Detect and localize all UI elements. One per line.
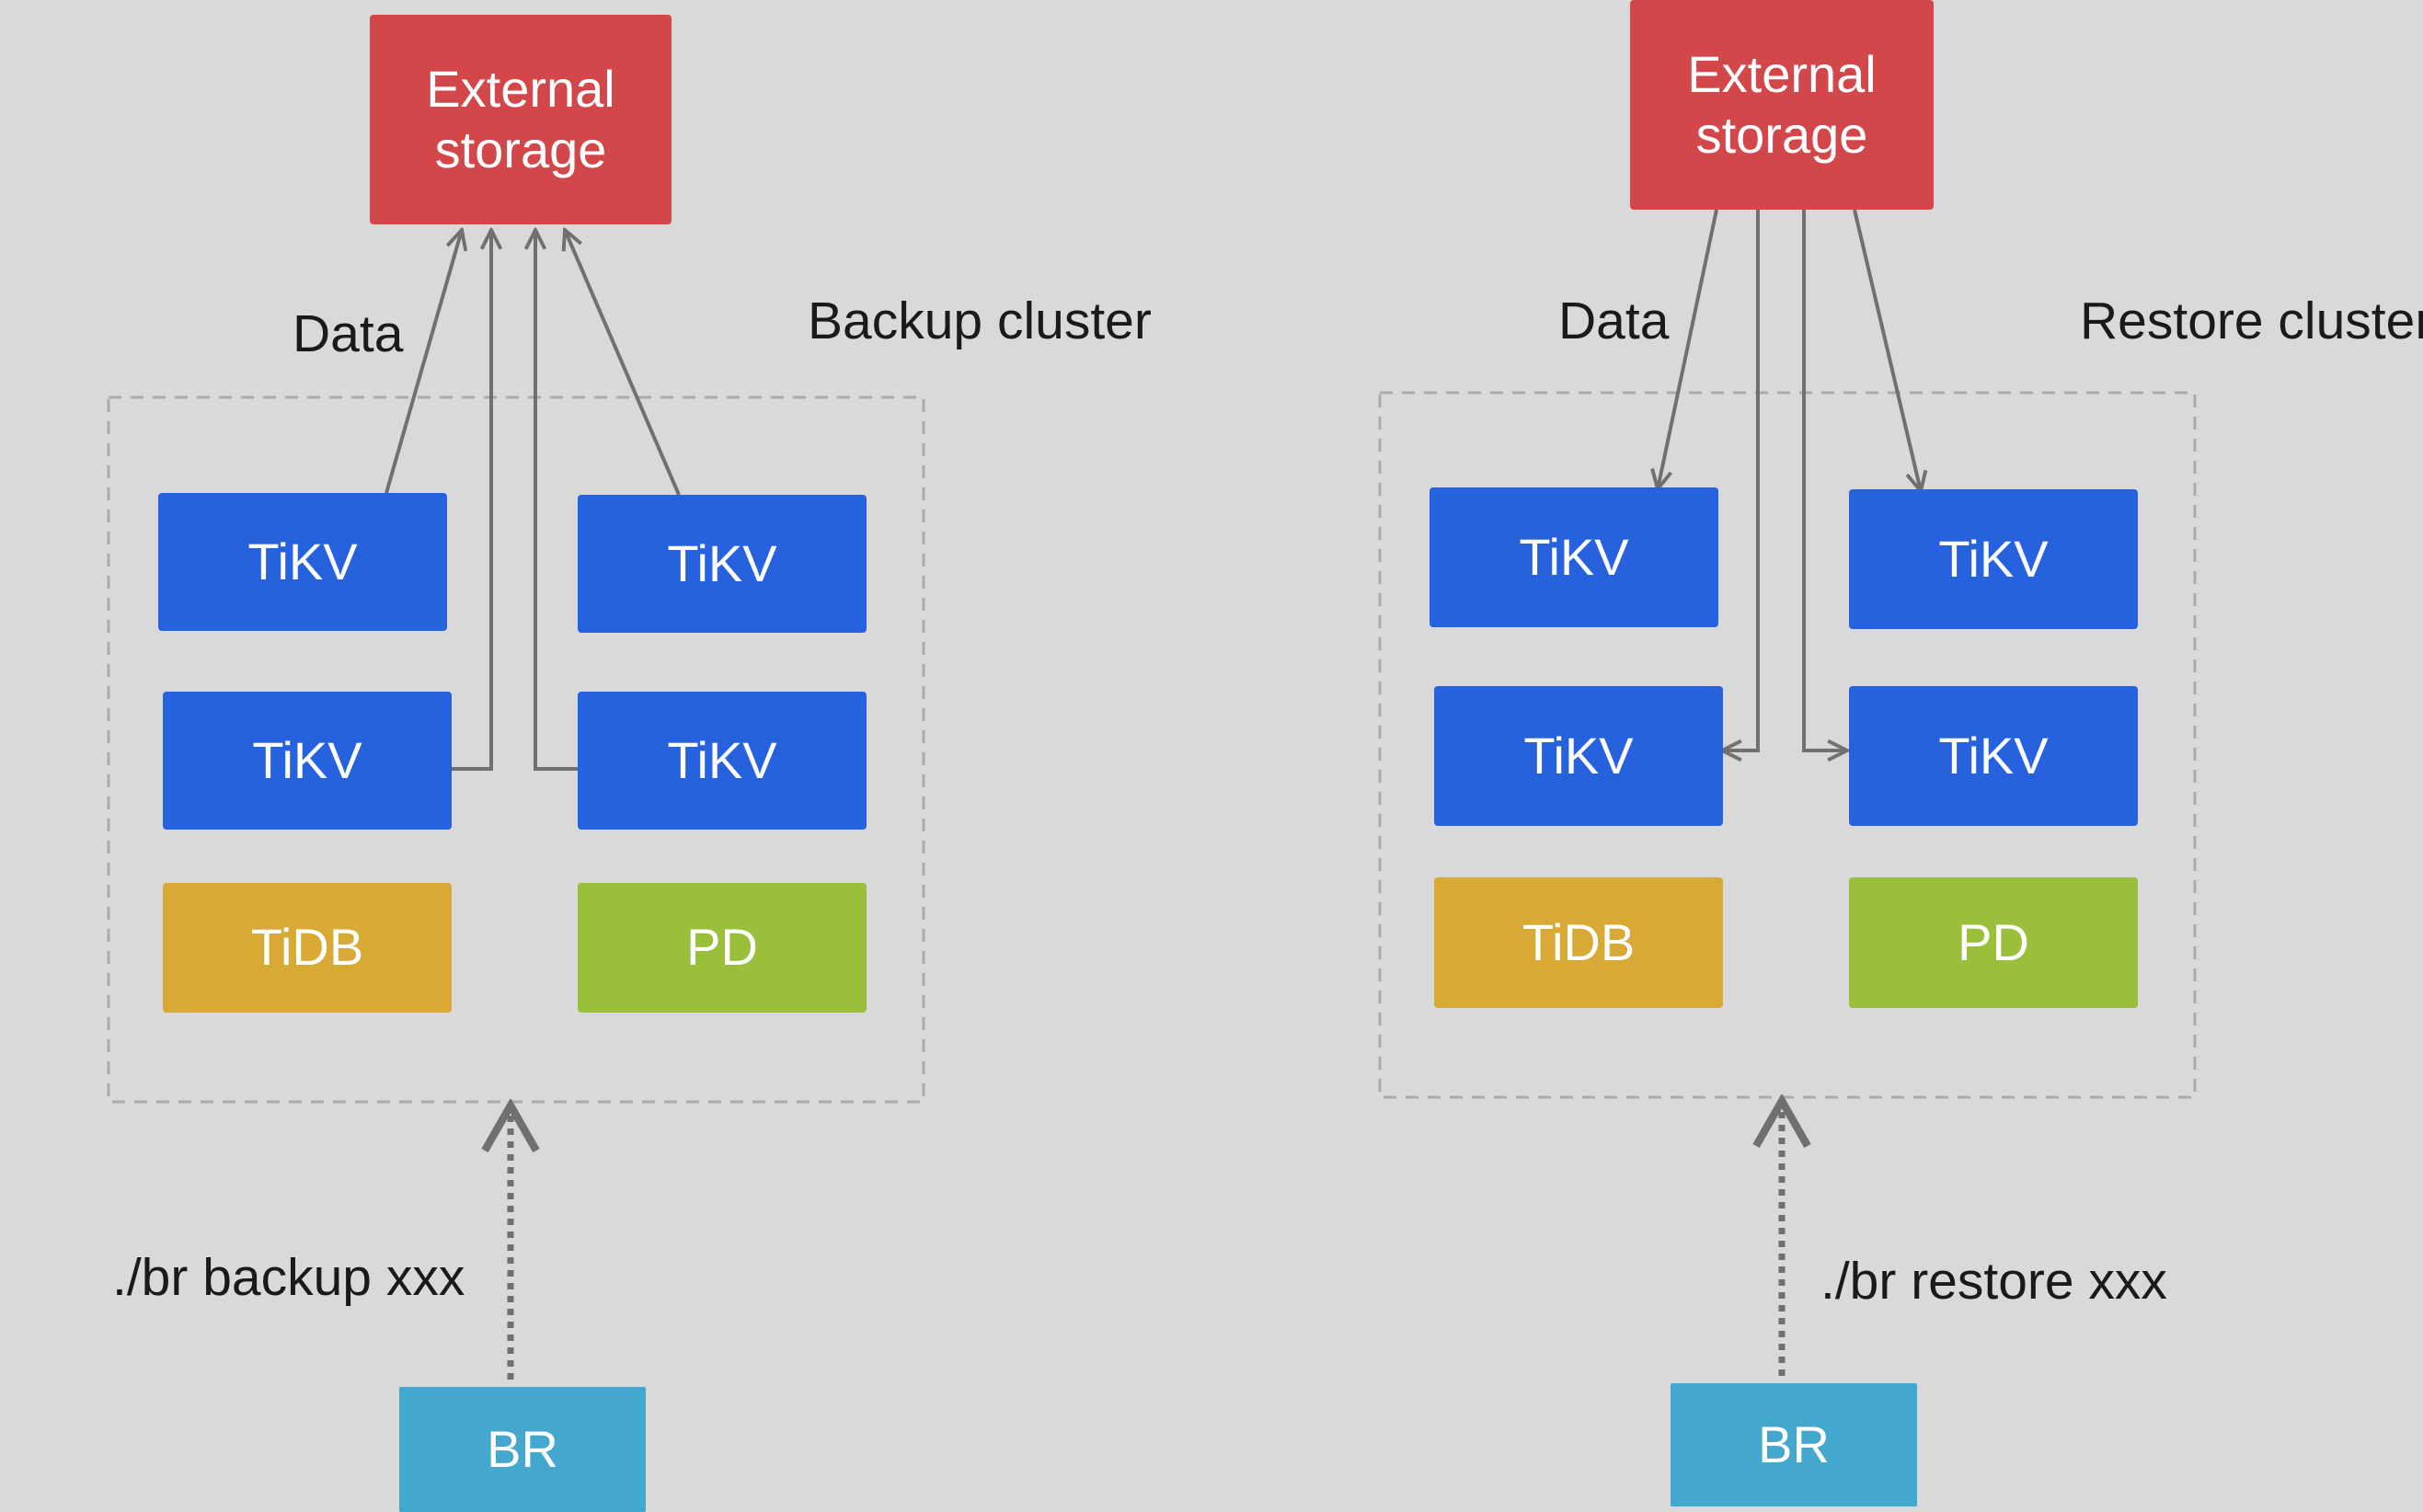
backup-data-label: Data [293,304,404,363]
backup-pd-node: PD [578,883,867,1013]
restore-br-tool: BR [1671,1383,1917,1506]
restore-data-label: Data [1558,292,1670,350]
restore-tikv-node: TiKV [1434,686,1723,826]
backup-tikv-node: TiKV [578,495,867,633]
restore-external-storage: External storage [1630,0,1934,210]
restore-tikv-node: TiKV [1430,487,1718,627]
restore-tikv-node: TiKV [1849,489,2138,629]
backup-tikv-node: TiKV [163,692,452,830]
restore-data-arrows [1658,209,1921,750]
restore-command-label: ./br restore xxx [1820,1252,2167,1311]
restore-tidb-node: TiDB [1434,877,1723,1008]
backup-command-label: ./br backup xxx [112,1248,465,1307]
backup-data-arrows [385,230,681,771]
restore-cluster-label: Restore cluster [2080,292,2423,350]
backup-tikv-node: TiKV [578,692,867,830]
restore-pd-node: PD [1849,877,2138,1008]
backup-tikv-node: TiKV [158,493,447,631]
restore-tikv-node: TiKV [1849,686,2138,826]
backup-br-tool: BR [399,1387,646,1512]
backup-cluster-label: Backup cluster [808,292,1152,350]
backup-tidb-node: TiDB [163,883,452,1013]
backup-external-storage: External storage [370,15,672,224]
